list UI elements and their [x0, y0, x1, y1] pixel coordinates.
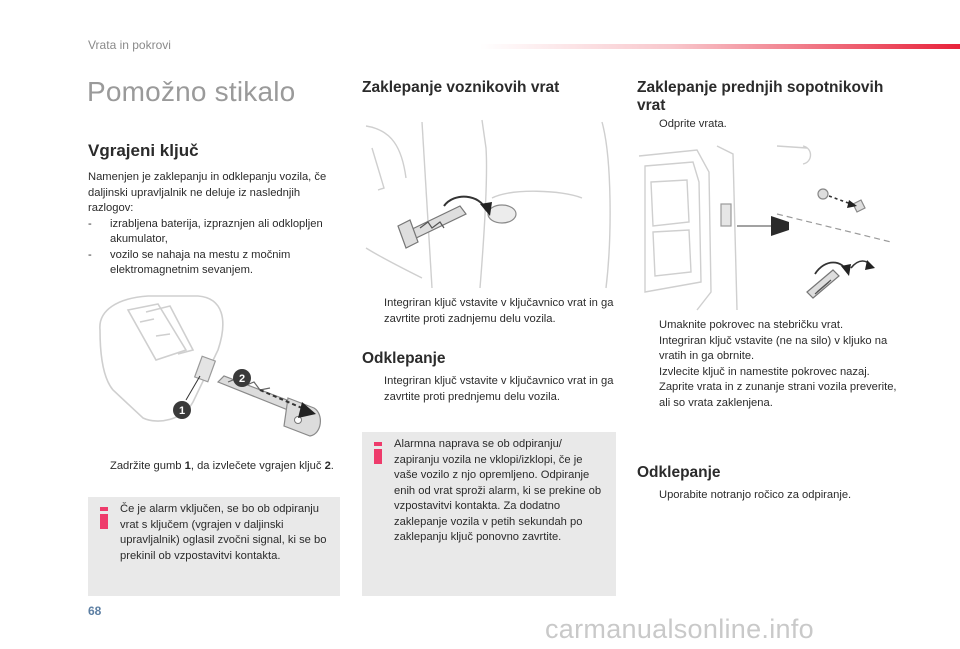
reason-text: vozilo se nahaja na mestu z močnim elekt… — [110, 248, 291, 277]
page-title: Pomožno stikalo — [87, 76, 296, 107]
step-open-door: Odprite vrata. — [637, 117, 897, 133]
key-fob-illustration: 2 1 — [99, 295, 321, 437]
reason-item: - vozilo se nahaja na mestu z močnim ele… — [88, 248, 343, 279]
step-text: Izvlecite ključ in namestite pokrovec na… — [659, 365, 870, 378]
step-item: Umaknite pokrovec na stebričku vrat. — [637, 318, 899, 334]
step-driver-lock: Integriran ključ vstavite v ključavnico … — [362, 296, 618, 327]
callout-1-label: 1 — [179, 405, 185, 417]
step-driver-unlock: Integriran ključ vstavite v ključavnico … — [362, 374, 618, 405]
step-text: Integriran ključ vstavite v ključavnico … — [384, 375, 614, 403]
section-header: Vrata in pokrovi — [88, 38, 171, 52]
info-icon — [100, 507, 108, 529]
dash-marker: - — [88, 248, 92, 261]
callout-2-circle — [233, 369, 251, 387]
dash-marker: - — [88, 217, 92, 230]
info-icon — [374, 442, 382, 464]
step-text: Zaprite vrata in z zunanje strani vozila… — [659, 381, 897, 409]
step-text: Integriran ključ vstavite v ključavnico … — [384, 297, 614, 325]
watermark: carmanualsonline.info — [545, 614, 814, 644]
heading-passenger-door-lock: Zaklepanje prednjih sopotnikovih vrat — [637, 79, 884, 114]
info-note-alarm-device: Alarmna naprava se ob odpiranju/ zapiran… — [362, 432, 616, 596]
step-bold-2: 2 — [324, 460, 331, 472]
step-item: Integriran ključ vstavite (ne na silo) v… — [637, 334, 899, 365]
step-text: Uporabite notranjo ročico za odpiranje. — [659, 489, 852, 501]
header-accent-bar — [480, 44, 960, 49]
note-text: Če je alarm vključen, se bo ob odpiranju… — [120, 503, 327, 562]
step-item: Zaprite vrata in z zunanje strani vozila… — [637, 380, 899, 411]
intro-paragraph: Namenjen je zaklepanju in odklepanju voz… — [88, 170, 343, 279]
reason-text: izrabljena baterija, izpraznjen ali odkl… — [110, 217, 323, 246]
step-item: Izvlecite ključ in namestite pokrovec na… — [637, 365, 899, 381]
step-text: , da izvlečete vgrajen ključ — [190, 460, 325, 472]
page-number: 68 — [88, 604, 102, 618]
step-text: . — [330, 460, 334, 472]
callout-2-label: 2 — [239, 373, 245, 385]
steps-passenger-lock: Umaknite pokrovec na stebričku vrat. Int… — [637, 318, 899, 411]
step-passenger-unlock: Uporabite notranjo ročico za odpiranje. — [637, 488, 899, 504]
step-bold-1: 1 — [184, 460, 191, 472]
passenger-door-illustration — [638, 145, 891, 311]
step-text: Integriran ključ vstavite (ne na silo) v… — [659, 334, 888, 363]
driver-door-illustration — [365, 119, 611, 289]
step-extract-key: Zadržite gumb 1, da izvlečete vgrajen kl… — [88, 459, 343, 475]
step-text: Umaknite pokrovec na stebričku vrat. — [659, 319, 844, 331]
step-text: Zadržite gumb — [110, 460, 185, 472]
heading-unlocking: Odklepanje — [362, 350, 446, 367]
heading-integrated-key: Vgrajeni ključ — [88, 141, 199, 160]
reason-item: - izrabljena baterija, izpraznjen ali od… — [88, 217, 343, 248]
info-note-alarm: Če je alarm vključen, se bo ob odpiranju… — [88, 497, 340, 596]
heading-unlocking-passenger: Odklepanje — [637, 464, 721, 481]
callout-1-circle — [173, 401, 191, 419]
step-text: Odprite vrata. — [659, 118, 727, 130]
heading-driver-door-lock: Zaklepanje voznikovih vrat — [362, 79, 560, 96]
intro-text: Namenjen je zaklepanju in odklepanju voz… — [88, 171, 327, 214]
note-text: Alarmna naprava se ob odpiranju/ zapiran… — [394, 438, 602, 543]
